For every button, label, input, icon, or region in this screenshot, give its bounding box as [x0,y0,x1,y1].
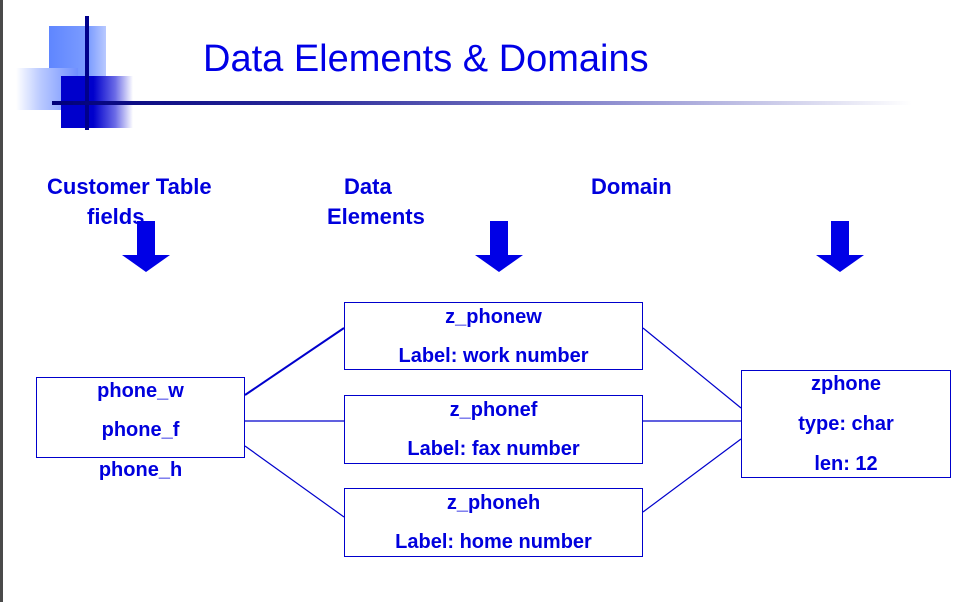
data-element-box-z-phonef: z_phonef Label: fax number [344,395,643,464]
domain-name: zphone [811,373,881,395]
down-arrow-customer [122,221,170,272]
down-arrow-data-elements [475,221,523,272]
logo-vertical-line [85,16,89,130]
slide-left-border [0,0,3,602]
customer-header-line1: Customer Table [47,174,212,199]
field-phone-w: phone_w [97,380,184,402]
data-element-box-z-phonew: z_phonew Label: work number [344,302,643,370]
down-arrow-domain [816,221,864,272]
domain-length: len: 12 [814,453,878,475]
title-underline [52,101,912,105]
data-element-label: Label: fax number [407,438,580,460]
data-element-label: Label: home number [395,531,592,553]
connector-z-phoneh-to-zphone [642,438,742,513]
domain-box-zphone: zphone type: char len: 12 [741,370,951,478]
data-elements-header: Data Elements [327,172,425,232]
connector-phone-h-to-z-phoneh [244,445,345,518]
slide-title: Data Elements & Domains [203,38,649,80]
data-elements-header-line2: Elements [327,204,425,229]
data-element-name: z_phoneh [446,492,541,514]
domain-header: Domain [591,174,672,199]
field-phone-h: phone_h [98,459,183,481]
data-element-name: z_phonef [449,399,538,421]
data-element-box-z-phoneh: z_phoneh Label: home number [344,488,643,557]
customer-header-line2: fields [87,204,145,229]
connector-phone-w-to-z-phonew [244,327,345,396]
data-elements-header-line1: Data [344,174,392,199]
customer-fields-box [36,377,245,458]
customer-table-fields-header: Customer Table fields [47,172,212,232]
data-element-name: z_phonew [445,306,542,328]
domain-type: type: char [798,413,894,435]
data-element-label: Label: work number [398,345,589,367]
connector-z-phonew-to-zphone [642,327,742,409]
field-phone-f: phone_f [101,419,180,441]
